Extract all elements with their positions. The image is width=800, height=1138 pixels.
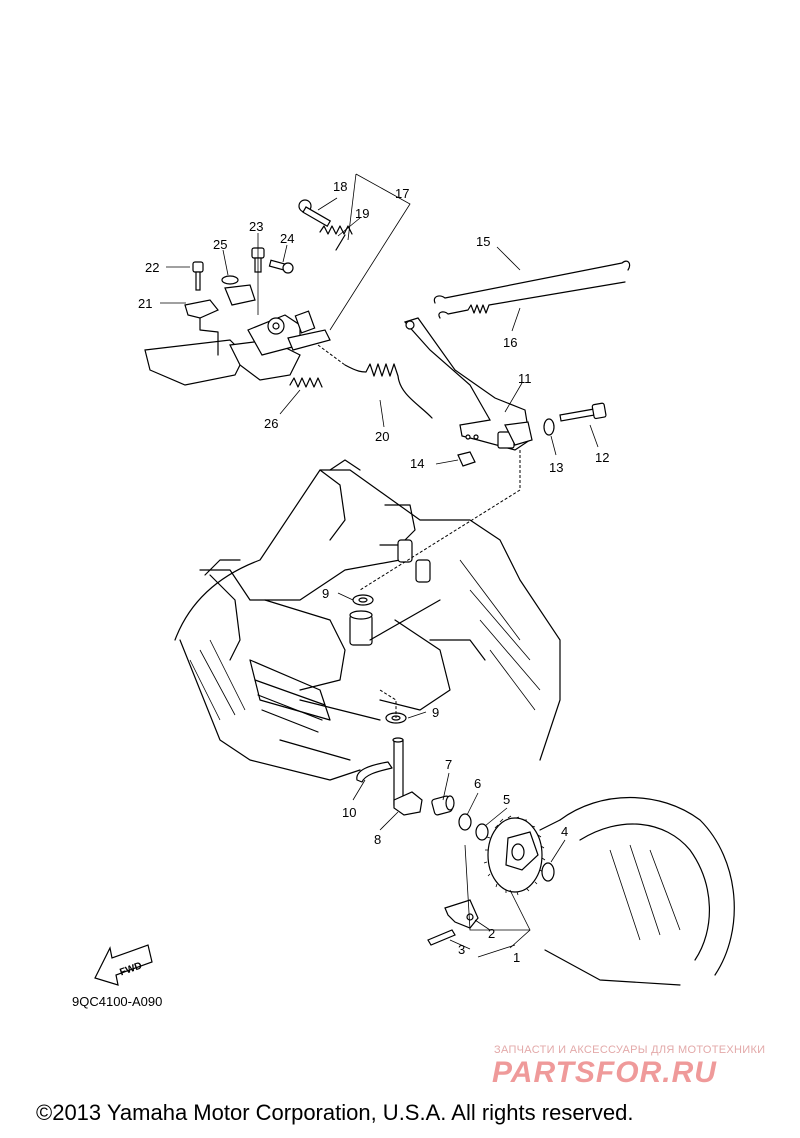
callout-17: 17 (395, 186, 409, 201)
watermark-tagline: ЗАПЧАСТИ И АКСЕССУАРЫ ДЛЯ МОТОТЕХНИКИ (494, 1044, 766, 1056)
governor-bracket-assembly (144, 199, 433, 419)
washer-6 (458, 813, 472, 831)
callout-22: 22 (145, 260, 159, 275)
governor-rods (433, 260, 631, 319)
callout-25: 25 (213, 237, 227, 252)
washer-4 (541, 862, 555, 882)
governor-lever-11 (359, 317, 607, 591)
callout-6: 6 (474, 776, 481, 791)
bolt-22 (192, 261, 204, 291)
washer-5 (475, 823, 489, 841)
callout-8: 8 (374, 832, 381, 847)
engine-case-drawing (174, 459, 561, 781)
rod-15 (433, 260, 631, 304)
fwd-arrow-icon: FWD (94, 944, 153, 986)
copyright-notice: ©2013 Yamaha Motor Corporation, U.S.A. A… (36, 1100, 634, 1125)
spring-19 (319, 225, 353, 235)
callout-7: 7 (445, 757, 452, 772)
clip-10 (356, 761, 393, 783)
callout-3: 3 (458, 942, 465, 957)
callout-2: 2 (488, 926, 495, 941)
callout-26: 26 (264, 416, 278, 431)
washer-25 (221, 275, 239, 285)
spring-16 (438, 281, 626, 319)
callout-13: 13 (549, 460, 563, 475)
callout-18: 18 (333, 179, 347, 194)
callout-24: 24 (280, 231, 294, 246)
callout-labels: 1 2 3 4 5 6 7 8 9 9 10 11 12 13 14 15 16… (138, 179, 609, 965)
watermark-logo: PARTSFOR.RU (492, 1056, 717, 1089)
spring-26 (289, 377, 323, 388)
diagram-code: 9QC4100-A090 (72, 994, 163, 1009)
callout-23: 23 (249, 219, 263, 234)
governor-gear-1 (483, 815, 546, 896)
callout-14: 14 (410, 456, 424, 471)
sleeve-7 (431, 795, 455, 816)
weight-2 (444, 899, 479, 929)
leader-lines (160, 173, 599, 958)
callout-5: 5 (503, 792, 510, 807)
callout-10: 10 (342, 805, 356, 820)
callout-12: 12 (595, 450, 609, 465)
bolt-12 (559, 402, 607, 422)
callout-20: 20 (375, 429, 389, 444)
callout-19: 19 (355, 206, 369, 221)
pin-3 (427, 929, 456, 946)
bolt-18 (298, 199, 332, 228)
washer-13 (543, 418, 555, 436)
callout-1: 1 (513, 950, 520, 965)
governor-shaft-8 (392, 737, 423, 816)
gear-housing-drawing (539, 797, 735, 986)
callout-16: 16 (503, 335, 517, 350)
callout-9-upper: 9 (322, 586, 329, 601)
nut-14 (457, 451, 476, 467)
spring-20 (344, 363, 433, 419)
callout-15: 15 (476, 234, 490, 249)
callout-4: 4 (561, 824, 568, 839)
callout-11: 11 (518, 371, 532, 386)
callout-21: 21 (138, 296, 152, 311)
screw-24 (268, 259, 294, 274)
callout-9-lower: 9 (432, 705, 439, 720)
